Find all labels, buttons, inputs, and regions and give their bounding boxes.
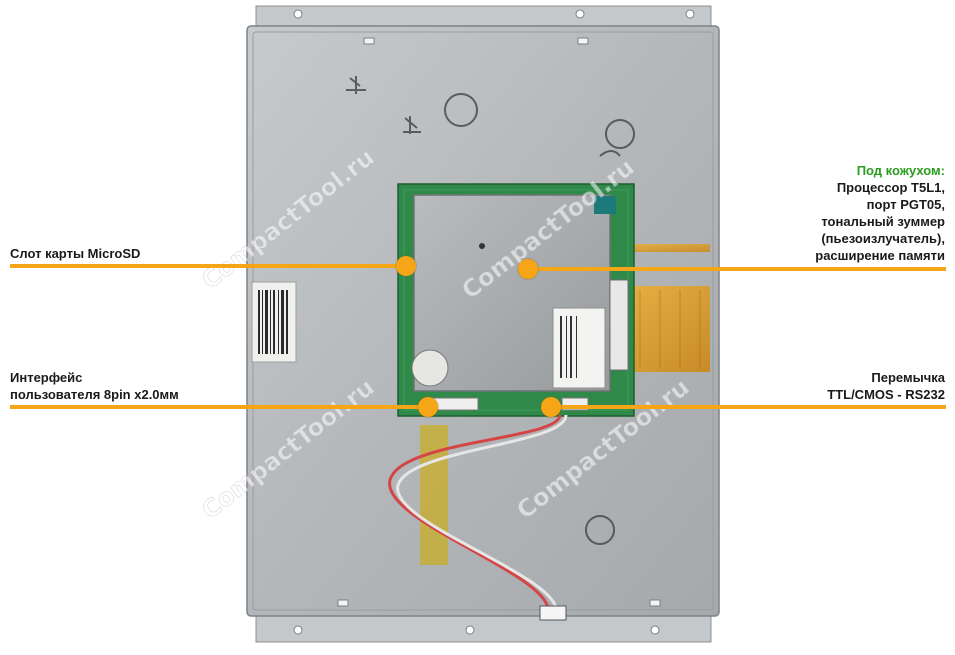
microsd-line: [10, 264, 406, 268]
interface-text-2: пользователя 8pin x2.0мм: [10, 387, 179, 402]
red-wire: [388, 414, 562, 609]
jumper-text-2: TTL/CMOS - RS232: [827, 387, 945, 402]
under-cover-text-5: расширение памяти: [815, 248, 945, 263]
microsd-dot: [396, 256, 416, 276]
wire-connector: [539, 605, 567, 621]
white-wire: [396, 414, 568, 609]
interface-label: Интерфейс пользователя 8pin x2.0мм: [10, 369, 179, 403]
under-cover-text-3: тональный зуммер: [821, 214, 945, 229]
under-cover-label: Под кожухом: Процессор T5L1, порт PGT05,…: [815, 162, 945, 264]
under-cover-text-2: порт PGT05,: [866, 197, 945, 212]
yellow-tape: [420, 425, 448, 565]
under-cover-line: [528, 267, 946, 271]
interface-line: [10, 405, 428, 409]
fpc-connector: [609, 279, 629, 371]
microsd-text: Слот карты MicroSD: [10, 246, 141, 261]
jumper-label: Перемычка TTL/CMOS - RS232: [827, 369, 945, 403]
microsd-label: Слот карты MicroSD: [10, 245, 140, 262]
under-cover-text-4: (пьезоизлучатель),: [821, 231, 945, 246]
jumper-line: [551, 405, 946, 409]
under-cover-dot: [518, 259, 538, 279]
teal-component: [594, 196, 616, 214]
interface-text-1: Интерфейс: [10, 370, 83, 385]
bottom-bracket: [255, 611, 712, 643]
under-cover-text-1: Процессор T5L1,: [836, 180, 945, 195]
jumper-text-1: Перемычка: [871, 370, 945, 385]
under-cover-title: Под кожухом:: [856, 163, 945, 178]
interface-dot: [418, 397, 438, 417]
jumper-dot: [541, 397, 561, 417]
